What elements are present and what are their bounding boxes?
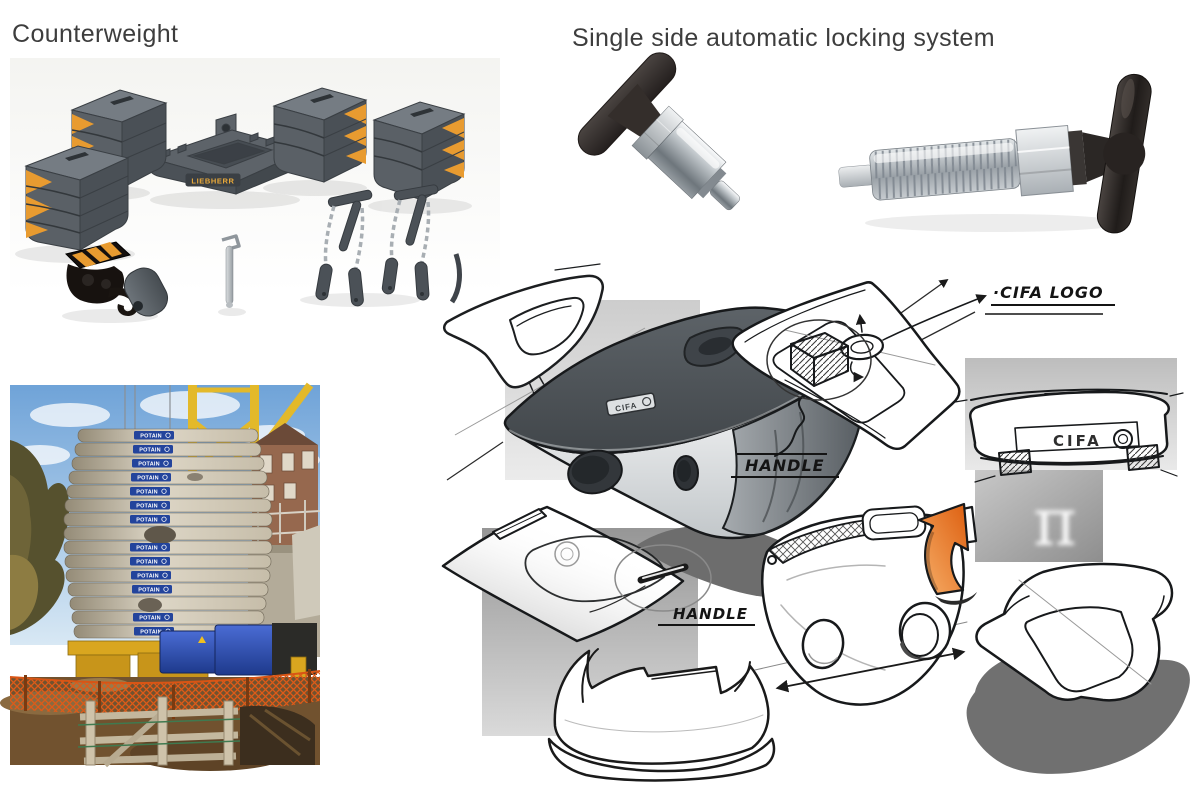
sketch-bottom-right-top-view xyxy=(975,562,1174,702)
counterweight-stack xyxy=(272,87,368,183)
cifa-logo-annotation: ·CIFA LOGO xyxy=(985,283,1115,315)
concept-sketches: π CIFA xyxy=(441,263,1190,782)
cifa-front-label: CIFA xyxy=(1053,432,1102,450)
slab-labels: POTAIN POTAIN POTAIN POTAIN POTAIN POTAI… xyxy=(130,431,174,636)
sketch-bottom-top-view xyxy=(547,648,776,782)
sketch-top-view-logo xyxy=(731,281,987,457)
detail-callout-circle xyxy=(766,319,872,401)
slab-brand-label: POTAIN xyxy=(136,490,158,496)
slab-brand-label: POTAIN xyxy=(139,616,161,622)
counterweight-stack xyxy=(372,101,466,201)
locking-system-title: Single side automatic locking system xyxy=(572,24,995,52)
liebherr-brand-label: LIEBHERR xyxy=(191,177,234,186)
handle-detail-box xyxy=(790,332,849,387)
plunger-photo-right xyxy=(838,73,1152,234)
sketch-perspective-block xyxy=(754,505,978,706)
counterweight-title: Counterweight xyxy=(12,20,179,48)
handle-note-mid: HANDLE xyxy=(673,605,748,623)
cifa-logo-note: ·CIFA LOGO xyxy=(993,283,1104,302)
slab-brand-label: POTAIN xyxy=(140,630,162,636)
slab-brand-label: POTAIN xyxy=(136,518,158,524)
pi-symbol: π xyxy=(1033,484,1076,561)
sketch-shaded-top-view xyxy=(441,505,712,643)
cifa-top-label: CIFA xyxy=(615,401,638,414)
slab-brand-label: POTAIN xyxy=(137,574,159,580)
wooden-fence xyxy=(77,696,315,768)
detail-callout-circle xyxy=(614,544,712,612)
potain-counterweight-photo: POTAIN POTAIN POTAIN POTAIN POTAIN POTAI… xyxy=(0,382,321,771)
counterweight-model-photo: LIEBHERR xyxy=(10,58,500,323)
chain-assembly xyxy=(315,189,373,307)
locking-pin-model xyxy=(221,234,241,308)
chain-assembly xyxy=(381,184,462,304)
plunger-photo-left xyxy=(577,52,740,211)
pi-backdrop-square xyxy=(975,470,1103,562)
flip-direction-arrow xyxy=(917,502,977,605)
t-handle-plunger xyxy=(577,52,740,211)
slab-brand-label: POTAIN xyxy=(136,504,158,510)
slab-brand-label: POTAIN xyxy=(137,476,159,482)
slab-brand-label: POTAIN xyxy=(139,448,161,454)
threaded-plunger xyxy=(838,73,1152,234)
sketch-front-view-cifa xyxy=(954,388,1184,483)
slab-brand-label: POTAIN xyxy=(136,546,158,552)
slab-brand-label: POTAIN xyxy=(136,560,158,566)
cifa-top-plate: CIFA xyxy=(605,392,657,417)
cifa-circle-logo xyxy=(1113,429,1133,449)
slab-brand-label: POTAIN xyxy=(138,462,160,468)
crane-hook-block xyxy=(65,241,169,317)
handle-annotation-mid: HANDLE xyxy=(658,605,755,626)
plunger-shadow xyxy=(865,214,1125,232)
handle-note-top: HANDLE xyxy=(745,456,825,475)
slab-brand-label: POTAIN xyxy=(140,434,162,440)
sketch-top-view-plate xyxy=(443,263,604,397)
handle-annotation-top: HANDLE xyxy=(731,453,839,478)
slab-brand-label: POTAIN xyxy=(138,588,160,594)
trees xyxy=(10,440,70,635)
counterweight-stack xyxy=(24,145,130,251)
